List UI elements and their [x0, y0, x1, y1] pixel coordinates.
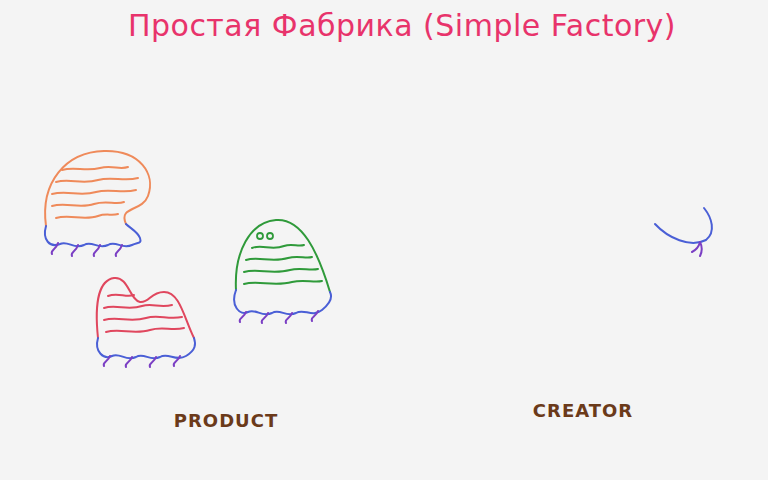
- green-product: [234, 220, 331, 323]
- page-title: Простая Фабрика (Simple Factory): [128, 8, 676, 43]
- red-product: [97, 278, 195, 367]
- orange-product: [45, 151, 150, 256]
- role-label: CREATOR: [533, 400, 633, 421]
- creator-hook: [655, 208, 712, 256]
- role-label: PRODUCT: [174, 410, 278, 431]
